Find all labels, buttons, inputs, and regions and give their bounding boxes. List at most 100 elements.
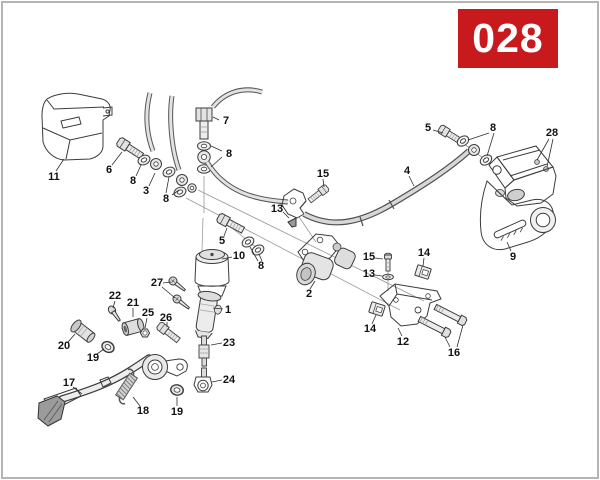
part-number-label: 3: [143, 185, 149, 197]
clevis: [201, 367, 207, 378]
part-number-label: 19: [171, 406, 183, 418]
pushrod: [201, 335, 207, 346]
leader-line: [221, 256, 233, 260]
part-number-label: 8: [163, 193, 169, 205]
leader-line: [444, 336, 451, 348]
screw-27a: [166, 274, 188, 294]
leader-line: [210, 156, 223, 168]
part-number-label: 2: [306, 288, 312, 300]
leader-line: [72, 386, 83, 395]
part-number-label: 18: [137, 405, 149, 417]
part-number-label: 13: [271, 203, 283, 215]
leader-line: [223, 227, 228, 237]
leader-line: [96, 348, 105, 355]
part-number-label: 28: [546, 127, 558, 139]
page-number-badge: 028: [458, 9, 558, 68]
part-number-label: 17: [63, 377, 75, 389]
part-brake-pedal: [37, 354, 188, 427]
part-number-label: 8: [258, 260, 264, 272]
part-mount-bracket: [368, 252, 469, 339]
screw-27b: [170, 292, 192, 312]
part-number-label: 5: [425, 122, 431, 134]
leader-line: [162, 281, 172, 284]
part-number-label: 5: [219, 235, 225, 247]
part-number-label: 14: [418, 247, 431, 259]
part-brake-pipes: [144, 92, 197, 200]
leader-line: [506, 241, 512, 252]
leader-line: [374, 274, 383, 277]
leader-line: [210, 342, 223, 346]
part-number-label: 4: [404, 165, 411, 177]
clip-14a: [414, 264, 432, 280]
part-number-label: 20: [58, 340, 70, 352]
leader-line: [546, 138, 554, 168]
leader-line: [161, 286, 176, 299]
bolt-16b: [416, 314, 453, 339]
leader-line: [408, 175, 415, 187]
part-number-label: 10: [233, 250, 245, 262]
part-number-label: 24: [223, 374, 236, 386]
part-number-label: 13: [363, 268, 375, 280]
leader-line: [132, 396, 141, 407]
leader-line: [144, 317, 148, 329]
leader-line: [536, 138, 550, 161]
bolt-5a: [215, 212, 246, 236]
part-number-label: 23: [223, 337, 235, 349]
leader-line: [210, 145, 223, 152]
part-number-label: 27: [151, 277, 163, 289]
part-number-label: 26: [160, 312, 172, 324]
part-number-label: 11: [48, 171, 60, 183]
leader-line: [432, 129, 444, 134]
leader-line: [211, 379, 223, 383]
part-banjo-top: [195, 87, 263, 174]
leader-line: [371, 314, 377, 325]
part-master-cylinder: [193, 249, 230, 393]
part-number-label: 25: [142, 307, 154, 319]
part-number-label: 12: [397, 336, 409, 348]
leader-line: [456, 324, 464, 348]
page-number: 028: [472, 15, 544, 61]
part-caliper-bracket: [479, 180, 556, 251]
leader-line: [212, 307, 224, 310]
part-hose-junction: [281, 183, 331, 228]
part-pump-body: [296, 233, 356, 286]
leader-line: [397, 327, 403, 337]
leader-line: [258, 253, 263, 262]
leader-line: [374, 257, 384, 260]
part-return-spring: [114, 368, 139, 405]
leader-line: [112, 300, 116, 309]
leader-line: [212, 116, 220, 121]
part-number-label: 8: [226, 148, 232, 160]
leader-line: [486, 132, 495, 157]
leader-line: [309, 280, 316, 290]
leader-line: [148, 172, 156, 187]
part-caliper: [488, 145, 557, 207]
leader-line: [67, 333, 76, 343]
part-number-label: 19: [87, 352, 99, 364]
part-number-label: 15: [317, 168, 329, 180]
leader-line: [111, 151, 123, 166]
leader-line: [55, 158, 65, 172]
part-number-label: 8: [490, 122, 496, 134]
leader-line: [422, 257, 425, 267]
leader-line: [171, 189, 180, 196]
part-number-label: 22: [109, 290, 121, 302]
part-number-label: 7: [223, 115, 229, 127]
leader-line: [165, 176, 170, 194]
part-number-label: 15: [363, 251, 375, 263]
part-number-label: 14: [364, 323, 377, 335]
part-pivot-hardware: [70, 305, 185, 397]
leader-line: [322, 178, 325, 188]
part-caliper-hose: [302, 144, 480, 227]
leader-line: [282, 211, 290, 219]
clip-14b: [368, 301, 386, 317]
part-number-label: 21: [127, 297, 139, 309]
leader-line: [467, 132, 490, 141]
part-cover: [41, 92, 113, 161]
part-number-label: 1: [225, 304, 231, 316]
leader-line: [135, 164, 142, 177]
leader-line: [249, 246, 259, 262]
